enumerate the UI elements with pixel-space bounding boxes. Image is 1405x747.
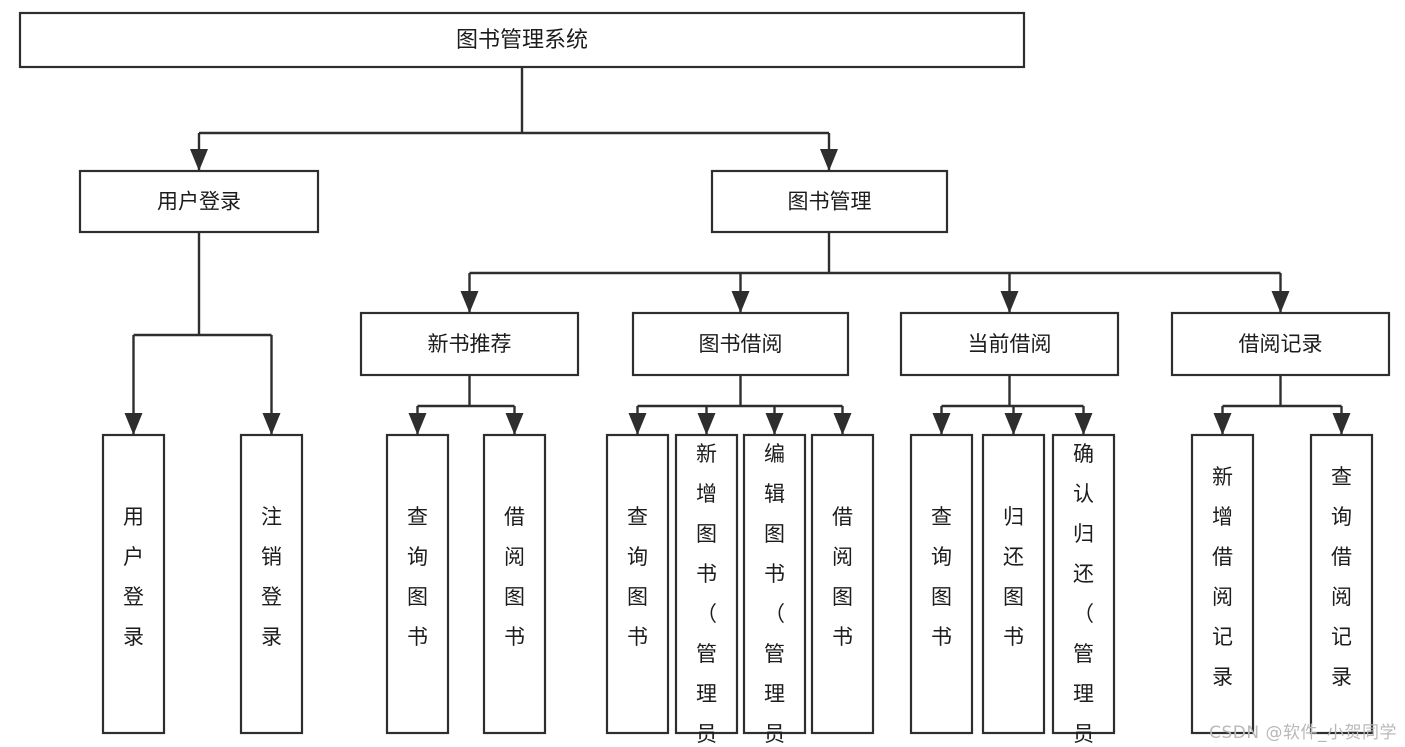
node-leaf-user-logout[interactable]: 注销登录: [239, 433, 304, 735]
node-box-leaf-query-record: [1309, 433, 1374, 735]
node-leaf-add-record[interactable]: 新增借阅记录: [1190, 433, 1255, 735]
node-label-leaf-edit-book: 编辑图书（管理员）: [764, 442, 785, 747]
arrow-head-icon: [1074, 413, 1093, 435]
node-leaf-borrow-book-2[interactable]: 借阅图书: [810, 433, 875, 735]
node-label-leaf-query-record: 查询借阅记录: [1331, 465, 1352, 689]
node-box-leaf-confirm-return: [1051, 433, 1116, 735]
node-box-current-borrow: [899, 311, 1120, 377]
node-leaf-add-book[interactable]: 新增图书（管理员）: [674, 433, 739, 747]
node-label-book-manage: 图书管理: [788, 190, 872, 214]
node-book-manage[interactable]: 图书管理: [710, 169, 949, 234]
node-box-user-login: [78, 169, 320, 234]
arrow-head-icon: [628, 413, 647, 435]
arrow-head-icon: [460, 291, 479, 313]
arrow-head-icon: [1004, 413, 1023, 435]
arrow-head-icon: [833, 413, 852, 435]
arrow-head-icon: [190, 149, 208, 171]
node-label-book-borrow: 图书借阅: [699, 332, 783, 356]
node-leaf-confirm-return[interactable]: 确认归还（管理员）: [1051, 433, 1116, 747]
arrow-head-icon: [932, 413, 951, 435]
node-box-leaf-user-login: [101, 433, 166, 735]
node-label-leaf-return-book: 归还图书: [1003, 505, 1024, 649]
arrow-head-icon: [731, 291, 750, 313]
node-box-book-borrow: [631, 311, 850, 377]
node-leaf-return-book[interactable]: 归还图书: [981, 433, 1046, 735]
node-label-user-login: 用户登录: [157, 190, 241, 214]
node-label-leaf-user-login: 用户登录: [123, 505, 144, 649]
arrow-head-icon: [1332, 413, 1351, 435]
node-label-leaf-query-book-2: 查询图书: [627, 505, 648, 649]
node-label-current-borrow: 当前借阅: [968, 332, 1052, 356]
node-box-new-book-rec: [359, 311, 580, 377]
arrow-head-icon: [408, 413, 427, 435]
nodes-layer: 图书管理系统用户登录图书管理新书推荐图书借阅当前借阅借阅记录用户登录注销登录查询…: [18, 11, 1391, 747]
node-box-leaf-return-book: [981, 433, 1046, 735]
node-current-borrow[interactable]: 当前借阅: [899, 311, 1120, 377]
node-box-leaf-edit-book: [742, 433, 807, 735]
arrow-head-icon: [820, 149, 838, 171]
node-borrow-record[interactable]: 借阅记录: [1170, 311, 1391, 377]
node-user-login[interactable]: 用户登录: [78, 169, 320, 234]
node-box-leaf-query-book-3: [909, 433, 974, 735]
arrow-head-icon: [1271, 291, 1290, 313]
arrow-head-icon: [1000, 291, 1019, 313]
node-box-leaf-query-book-2: [605, 433, 670, 735]
arrow-head-icon: [262, 413, 281, 435]
arrow-head-icon: [505, 413, 524, 435]
node-label-leaf-confirm-return: 确认归还（管理员）: [1073, 442, 1094, 747]
node-box-leaf-add-record: [1190, 433, 1255, 735]
arrow-head-icon: [124, 413, 143, 435]
node-label-leaf-query-book-1: 查询图书: [407, 505, 428, 649]
node-label-new-book-rec: 新书推荐: [428, 332, 512, 356]
node-label-leaf-add-book: 新增图书（管理员）: [696, 442, 717, 747]
arrow-head-icon: [697, 413, 716, 435]
arrow-head-icon: [1213, 413, 1232, 435]
node-label-leaf-borrow-book-1: 借阅图书: [504, 505, 525, 649]
node-leaf-edit-book[interactable]: 编辑图书（管理员）: [742, 433, 807, 747]
node-book-borrow[interactable]: 图书借阅: [631, 311, 850, 377]
node-new-book-rec[interactable]: 新书推荐: [359, 311, 580, 377]
node-box-leaf-user-logout: [239, 433, 304, 735]
node-box-borrow-record: [1170, 311, 1391, 377]
node-box-book-manage: [710, 169, 949, 234]
node-box-leaf-borrow-book-2: [810, 433, 875, 735]
arrow-head-icon: [765, 413, 784, 435]
node-label-root: 图书管理系统: [456, 28, 588, 53]
node-leaf-user-login[interactable]: 用户登录: [101, 433, 166, 735]
node-leaf-query-book-2[interactable]: 查询图书: [605, 433, 670, 735]
node-leaf-query-book-1[interactable]: 查询图书: [385, 433, 450, 735]
node-box-leaf-query-book-1: [385, 433, 450, 735]
node-label-leaf-borrow-book-2: 借阅图书: [832, 505, 853, 649]
node-box-leaf-borrow-book-1: [482, 433, 547, 735]
node-label-leaf-user-logout: 注销登录: [261, 505, 282, 649]
node-box-root: [18, 11, 1026, 69]
node-label-leaf-add-record: 新增借阅记录: [1212, 465, 1233, 689]
node-leaf-query-record[interactable]: 查询借阅记录: [1309, 433, 1374, 735]
node-leaf-borrow-book-1[interactable]: 借阅图书: [482, 433, 547, 735]
connectors-layer: [124, 67, 1351, 435]
node-box-leaf-add-book: [674, 433, 739, 735]
node-label-borrow-record: 借阅记录: [1239, 332, 1323, 356]
node-leaf-query-book-3[interactable]: 查询图书: [909, 433, 974, 735]
node-root[interactable]: 图书管理系统: [18, 11, 1026, 69]
node-label-leaf-query-book-3: 查询图书: [931, 505, 952, 649]
